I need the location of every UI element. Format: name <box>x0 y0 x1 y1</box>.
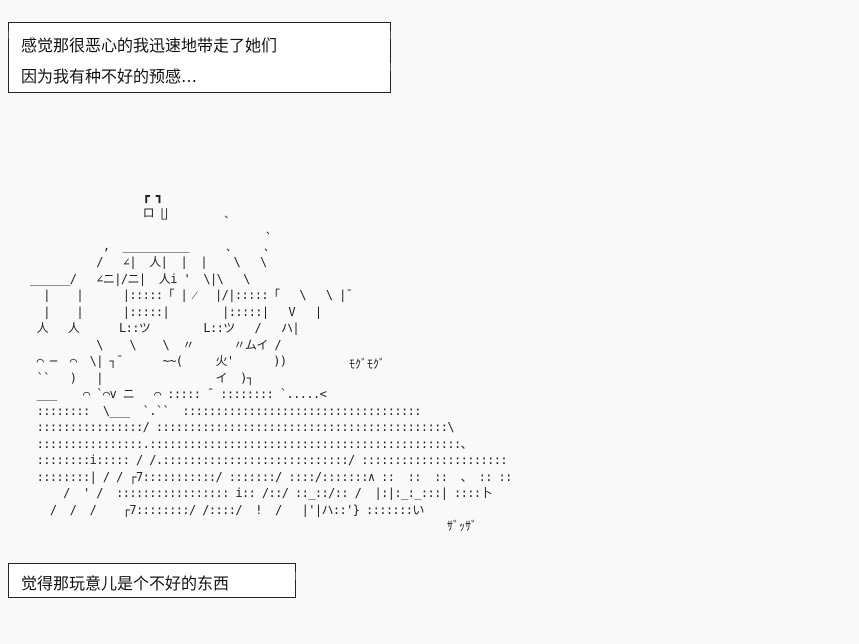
top-caption-line-2: 因为我有种不好的预感… <box>21 67 198 86</box>
rustle-sound-effect: ｻﾞｯｻﾞ <box>447 519 478 533</box>
ascii-art-illustration: ┏ ┓ ロ ∐ ﹑ ﹑ , __________ ﹑ ﹑ / ∠| 人| | |… <box>30 189 512 517</box>
bottom-caption-box: 觉得那玩意儿是个不好的东西 <box>8 563 296 598</box>
caption-corner-tick <box>295 572 296 580</box>
caption-corner-tick <box>390 63 391 71</box>
top-caption-box: 感觉那很恶心的我迅速地带走了她们 因为我有种不好的预感… <box>8 22 391 93</box>
munch-sound-effect: ﾓｸﾞﾓｸﾞ <box>349 357 386 371</box>
caption-corner-tick <box>8 31 9 39</box>
bottom-caption-line-1: 觉得那玩意儿是个不好的东西 <box>21 574 230 593</box>
caption-corner-tick <box>390 31 391 39</box>
top-caption-line-1: 感觉那很恶心的我迅速地带走了她们 <box>21 36 278 55</box>
